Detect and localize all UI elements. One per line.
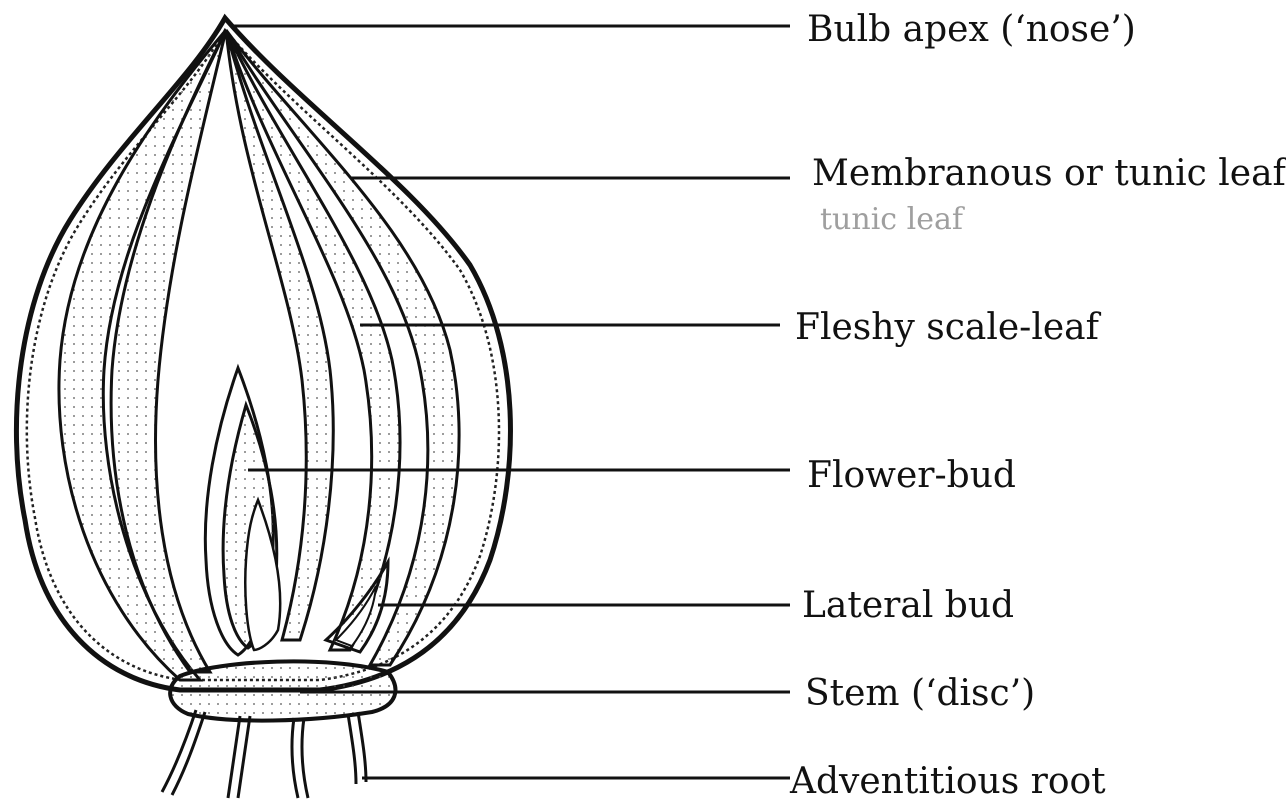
label-flower-bud: Flower-bud bbox=[807, 458, 1016, 494]
label-tunic-leaf-ghost: tunic leaf bbox=[820, 205, 963, 235]
label-stem-disc: Stem (‘disc’) bbox=[805, 676, 1035, 712]
label-tunic-leaf: Membranous or tunic leaf bbox=[812, 156, 1286, 192]
label-bulb-apex: Bulb apex (‘nose’) bbox=[807, 12, 1136, 48]
label-fleshy-scale-leaf: Fleshy scale-leaf bbox=[795, 310, 1099, 346]
flower-bud bbox=[205, 368, 280, 655]
label-adventitious-root: Adventitious root bbox=[790, 764, 1106, 800]
label-lateral-bud: Lateral bud bbox=[802, 588, 1014, 624]
adventitious-roots bbox=[162, 710, 366, 798]
